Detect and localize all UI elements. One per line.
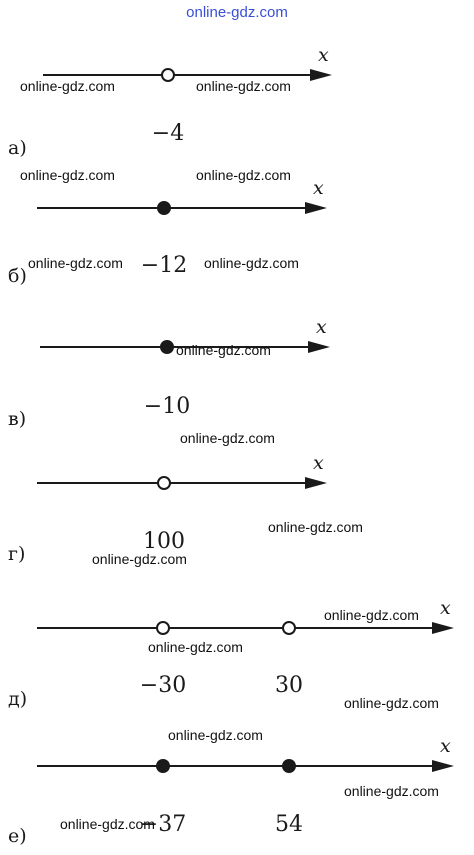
watermark-text: online-gdz.com	[324, 607, 419, 623]
open-point	[282, 621, 296, 635]
watermark-text: online-gdz.com	[204, 255, 299, 271]
watermark-text: online-gdz.com	[148, 639, 243, 655]
item-letter: б)	[8, 265, 27, 287]
point-value-label: −30	[140, 673, 186, 698]
open-point	[156, 621, 170, 635]
watermark-text: online-gdz.com	[28, 255, 123, 271]
watermark-text: online-gdz.com	[176, 342, 271, 358]
watermark-text: online-gdz.com	[344, 783, 439, 799]
item-letter: в)	[8, 408, 26, 430]
point-value-label: 54	[275, 812, 303, 837]
point-value-label: −4	[152, 121, 184, 146]
item-letter: г)	[8, 543, 25, 565]
watermark-text: online-gdz.com	[20, 78, 115, 94]
watermark-text: online-gdz.com	[196, 78, 291, 94]
axis-label-x: x	[313, 177, 324, 199]
axis-label-x: x	[440, 597, 451, 619]
axis-arrow	[305, 202, 327, 214]
open-point	[157, 476, 171, 490]
point-value-label: −37	[140, 812, 186, 837]
axis-arrow	[308, 341, 330, 353]
item-letter: д)	[8, 688, 27, 710]
axis-arrow	[305, 477, 327, 489]
filled-point	[157, 201, 171, 215]
watermark-text: online-gdz.com	[344, 695, 439, 711]
axis-label-x: x	[316, 316, 327, 338]
point-value-label: −12	[141, 253, 187, 278]
axis-arrow	[432, 622, 454, 634]
item-letter: е)	[8, 825, 27, 847]
watermark-text: online-gdz.com	[92, 551, 187, 567]
watermark-text: online-gdz.com	[20, 167, 115, 183]
filled-point	[160, 340, 174, 354]
point-value-label: −10	[144, 394, 190, 419]
watermark-text: online-gdz.com	[196, 167, 291, 183]
watermark-text: online-gdz.com	[268, 519, 363, 535]
watermark-text: online-gdz.com	[168, 727, 263, 743]
filled-point	[282, 759, 296, 773]
point-value-label: 30	[275, 673, 303, 698]
axis-label-x: x	[440, 735, 451, 757]
axis-label-x: x	[318, 44, 329, 66]
watermark-text: online-gdz.com	[180, 430, 275, 446]
axis-arrow	[432, 760, 454, 772]
open-point	[161, 68, 175, 82]
watermark-top: online-gdz.com	[186, 4, 288, 21]
axis-label-x: x	[313, 452, 324, 474]
point-value-label: 100	[143, 529, 185, 554]
watermark-text: online-gdz.com	[60, 816, 155, 832]
axis-arrow	[310, 69, 332, 81]
item-letter: а)	[8, 137, 27, 159]
filled-point	[156, 759, 170, 773]
